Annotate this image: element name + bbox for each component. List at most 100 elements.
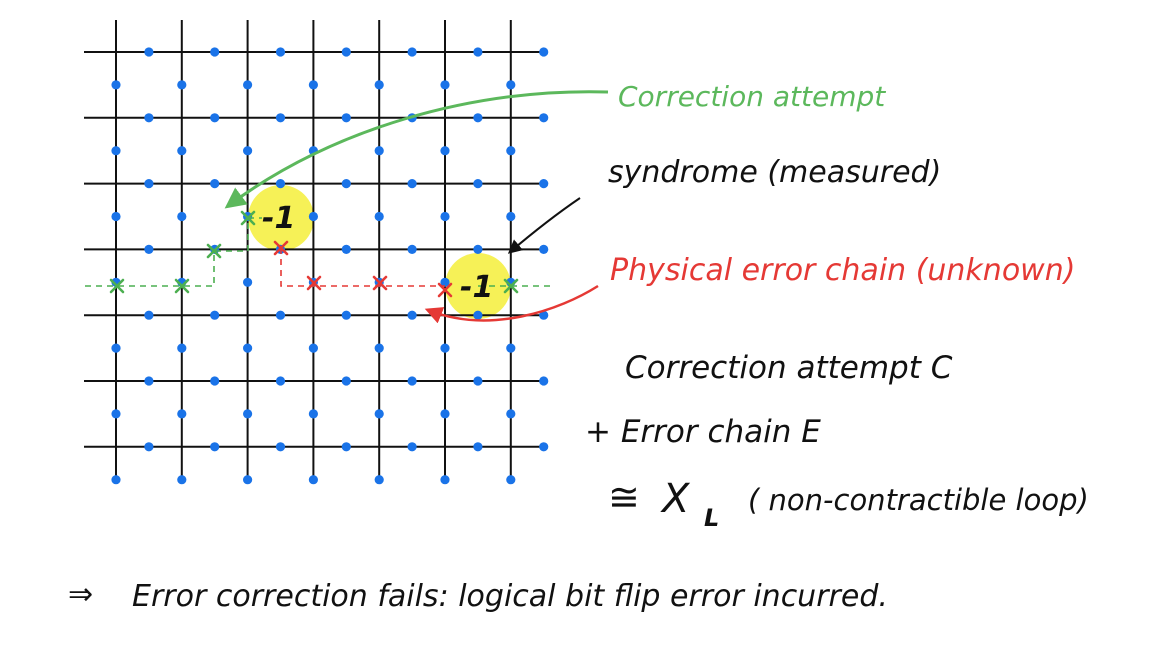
logical-x-symbol: X (660, 476, 691, 522)
x-mark (240, 210, 256, 226)
qubit-dot (440, 409, 450, 419)
qubit-dot (243, 80, 253, 90)
qubit-dot (111, 475, 121, 485)
correction-attempt-arrow (224, 90, 609, 209)
qubit-dot (506, 409, 516, 419)
x-mark (109, 278, 125, 294)
qubit-dot (308, 475, 318, 485)
logical-x-subscript: L (704, 504, 719, 532)
qubit-dot (473, 376, 483, 386)
qubit-dot (407, 310, 417, 320)
qubit-dot (440, 80, 450, 90)
qubit-dot (210, 310, 220, 320)
qubit-dot (111, 343, 121, 353)
qubit-dot (539, 113, 549, 123)
error-chain-arrow (424, 284, 599, 324)
qubit-dot (539, 244, 549, 254)
correction-chain-path (85, 217, 262, 287)
qubit-dot (374, 146, 384, 156)
qubit-dot (341, 113, 351, 123)
approx-symbol: ≅ (608, 475, 640, 519)
correction-chain (85, 210, 550, 294)
qubit-dot (473, 113, 483, 123)
x-mark (306, 275, 322, 291)
syndrome-label: -1 (262, 201, 295, 236)
qubit-dot (210, 442, 220, 452)
qubit-dot (210, 113, 220, 123)
qubit-dot (275, 442, 286, 452)
error-chain-path (280, 248, 445, 287)
qubit-dot (243, 409, 253, 419)
qubit-dot (374, 409, 384, 419)
qubit-dot (144, 310, 154, 320)
qubit-dot (539, 442, 549, 452)
qubit-dot (275, 179, 286, 189)
qubit-dot (440, 211, 450, 222)
qubit-dot (275, 47, 286, 57)
qubit-dot (407, 376, 417, 386)
qubit-dot (374, 475, 384, 485)
qubit-dot (111, 146, 121, 156)
qubit-dot (473, 310, 483, 320)
syndrome-arrow (507, 197, 581, 254)
x-mark (437, 282, 453, 298)
syndrome-highlight (248, 185, 314, 251)
qubit-dot (177, 80, 187, 90)
syndrome-label: -1 (460, 270, 493, 305)
qubit-dot (308, 80, 318, 90)
qubit-dot (275, 113, 286, 123)
qubit-dot (407, 442, 417, 452)
x-mark (273, 240, 289, 256)
qubit-dot (506, 211, 516, 222)
lattice-lines (84, 20, 545, 482)
qubit-dot (473, 244, 483, 254)
qubit-dot (539, 310, 549, 320)
qubit-dot (440, 475, 450, 485)
qubit-dot (539, 47, 549, 57)
qubit-dot (111, 80, 121, 90)
qubit-dot (144, 47, 154, 57)
correction-attempt-label: Correction attempt (618, 80, 886, 113)
qubit-dot (506, 146, 516, 156)
qubit-dot (243, 343, 253, 353)
qubit-dot (111, 211, 121, 222)
qubit-dot (144, 179, 154, 189)
x-mark (372, 275, 388, 291)
qubit-dot (341, 442, 351, 452)
equation-line-correction: Correction attempt C (625, 350, 953, 386)
x-mark (206, 243, 222, 259)
qubit-dot (473, 47, 483, 57)
error-chain (273, 240, 453, 298)
qubit-dot (144, 113, 154, 123)
qubit-dot (341, 244, 351, 254)
equation-line-error: + Error chain E (585, 414, 821, 450)
physical-error-label: Physical error chain (unknown) (610, 253, 1075, 288)
qubit-dot (506, 80, 516, 90)
qubit-dot (308, 343, 318, 353)
qubit-dot (275, 376, 286, 386)
qubit-dot (539, 179, 549, 189)
qubit-dot (374, 80, 384, 90)
qubit-dot (374, 343, 384, 353)
qubit-dot (341, 376, 351, 386)
qubit-dot (243, 146, 253, 156)
qubit-dot (177, 211, 187, 222)
qubit-dot (407, 179, 417, 189)
implies-arrow: ⇒ (68, 577, 93, 612)
qubit-dot (341, 310, 351, 320)
qubit-dot (473, 179, 483, 189)
qubit-dot (144, 376, 154, 386)
qubit-dot (407, 47, 417, 57)
qubit-dot (539, 376, 549, 386)
qubit-dot (506, 343, 516, 353)
x-mark (503, 278, 519, 294)
qubit-dot (177, 343, 187, 353)
qubit-dot (111, 409, 121, 419)
qubit-dot (341, 179, 351, 189)
qubit-dot (440, 277, 450, 287)
conclusion-text: Error correction fails: logical bit flip… (132, 579, 888, 614)
qubit-dot (506, 475, 516, 485)
qubit-dot (210, 47, 220, 57)
qubit-dot (308, 211, 318, 222)
qubit-dot (407, 244, 417, 254)
